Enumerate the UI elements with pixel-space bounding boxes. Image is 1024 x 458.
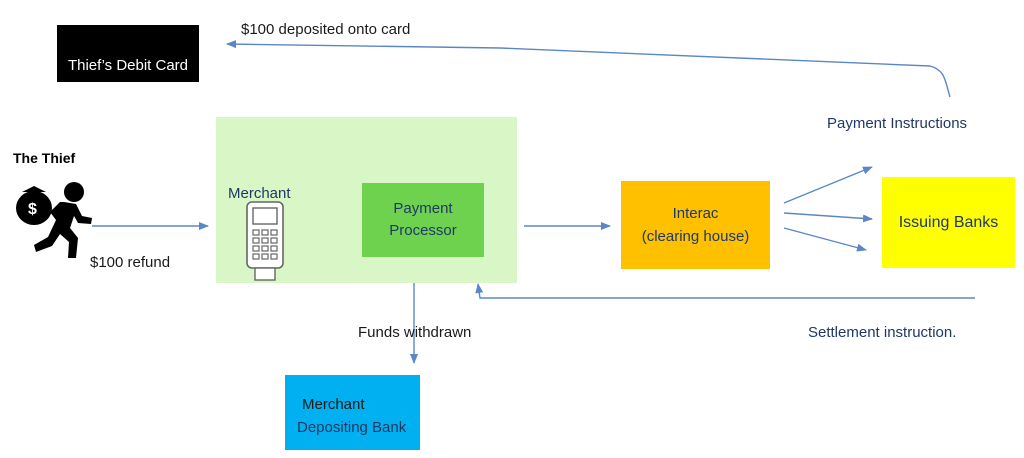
refund-label: $100 refund: [90, 254, 171, 271]
issuing-banks-box: Issuing Banks: [882, 177, 1015, 268]
depositing-bank-box: Merchant Depositing Bank: [285, 375, 420, 450]
debit-card-label: Thief’s Debit Card: [67, 57, 189, 74]
card-terminal-icon: [246, 201, 284, 281]
settlement-label: Settlement instruction.: [808, 324, 957, 341]
interac-to-issuing-arrow-3: [783, 227, 867, 252]
thief-label: The Thief: [13, 150, 76, 166]
payment-processor-box: Payment Processor: [362, 183, 484, 257]
interac-line1: Interac: [672, 205, 719, 222]
interac-box: Interac (clearing house): [621, 181, 770, 269]
interac-to-issuing-arrow-2: [783, 212, 873, 223]
issuing-banks-label: Issuing Banks: [898, 213, 999, 231]
merchant-label: Merchant: [228, 185, 291, 202]
debit-card-box: Thief’s Debit Card: [57, 25, 199, 82]
bank-line1: Merchant: [302, 396, 365, 413]
funds-withdrawn-label: Funds withdrawn: [358, 324, 472, 341]
deposit-arrow: [226, 40, 951, 98]
processor-line2: Processor: [389, 222, 457, 239]
settlement-arrow: [475, 283, 975, 299]
interac-to-issuing-arrow-1: [783, 166, 873, 204]
processor-line1: Payment: [393, 200, 453, 217]
running-thief-icon: $: [16, 182, 92, 258]
svg-text:$: $: [28, 201, 37, 218]
payment-instructions-label: Payment Instructions: [827, 115, 968, 132]
bank-line2: Depositing Bank: [297, 419, 407, 436]
deposit-label: $100 deposited onto card: [241, 21, 411, 38]
interac-line2: (clearing house): [641, 228, 750, 245]
